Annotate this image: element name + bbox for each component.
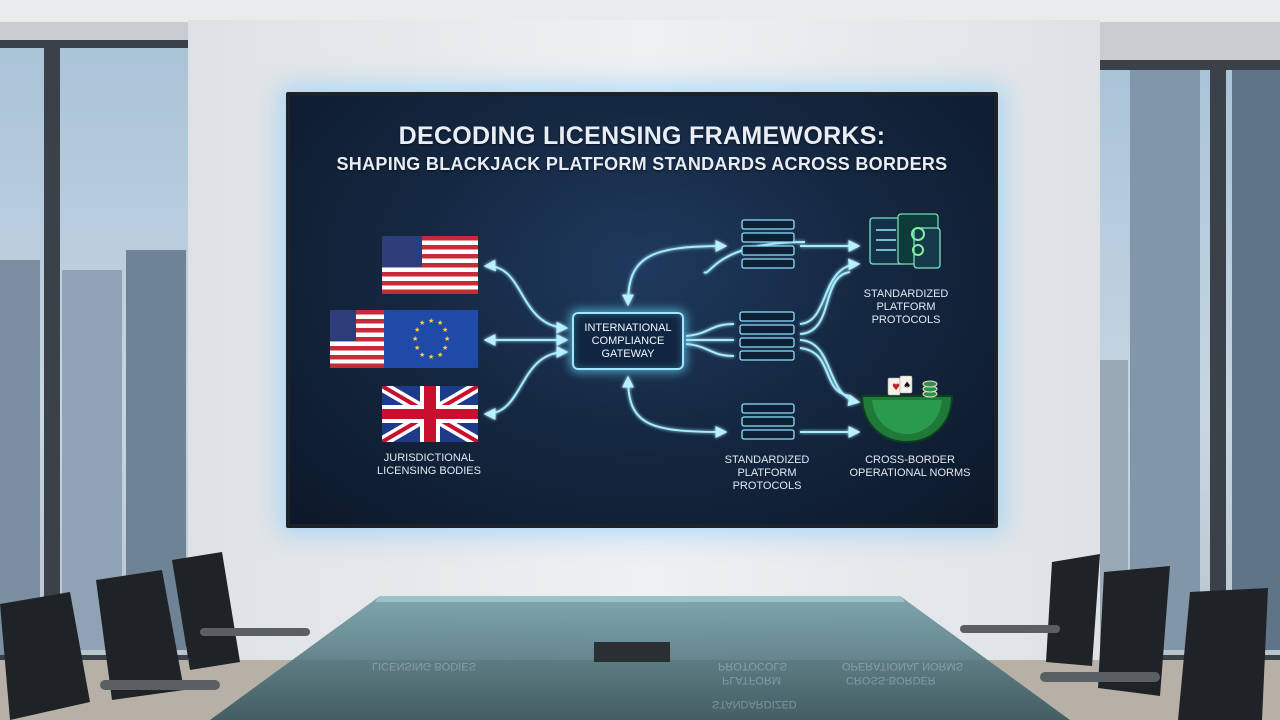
jurisdictional-label: JURISDICTIONAL LICENSING BODIES (364, 452, 494, 478)
arrow-gateway-top (628, 246, 725, 304)
svg-text:★: ★ (437, 351, 443, 359)
us-flag-small-icon (330, 310, 386, 368)
reflection-center-a: PROTOCOLS (718, 660, 787, 672)
svg-text:★: ★ (414, 326, 420, 334)
reflection-center-c: STANDARDIZED (712, 698, 797, 710)
right-protocols-line2: PLATFORM (846, 301, 966, 314)
bottom-protocols-label: STANDARDIZED PLATFORM PROTOCOLS (712, 454, 822, 493)
gateway-line1: INTERNATIONAL (584, 322, 671, 335)
cross-border-line2: OPERATIONAL NORMS (836, 467, 984, 480)
bottom-protocols-line2: PLATFORM (712, 467, 822, 480)
eu-flag-icon: ★★★★ ★★★★ ★★★★ (384, 310, 478, 368)
svg-text:★: ★ (412, 335, 418, 343)
jurisdictional-label-line1: JURISDICTIONAL (364, 452, 494, 465)
blackjack-table-icon: ♥ ♠ (862, 376, 952, 442)
arrow-uk-gateway (486, 352, 566, 414)
us-flag-icon (382, 236, 478, 294)
svg-text:★: ★ (428, 317, 434, 325)
bottom-protocols-line3: PROTOCOLS (712, 480, 822, 493)
svg-text:★: ★ (444, 335, 450, 343)
table-device (594, 642, 670, 662)
reflection-right-b: CROSS-BORDER (846, 674, 936, 686)
compliance-gateway-node: INTERNATIONAL COMPLIANCE GATEWAY (572, 312, 684, 370)
cross-border-line1: CROSS-BORDER (836, 454, 984, 467)
svg-text:♠: ♠ (903, 381, 911, 391)
reflection-left: LICENSING BODIES (372, 660, 476, 672)
gateway-line3: GATEWAY (584, 348, 671, 361)
reflection-right-a: OPERATIONAL NORMS (842, 660, 963, 672)
server-stack-middle (740, 312, 794, 360)
bottom-protocols-line1: STANDARDIZED (712, 454, 822, 467)
server-stack-bottom (742, 404, 794, 439)
svg-text:★: ★ (442, 326, 448, 334)
right-protocols-line1: STANDARDIZED (846, 288, 966, 301)
svg-text:★: ★ (419, 351, 425, 359)
right-protocols-label: STANDARDIZED PLATFORM PROTOCOLS (846, 288, 966, 327)
svg-text:★: ★ (419, 319, 425, 327)
cross-border-label: CROSS-BORDER OPERATIONAL NORMS (836, 454, 984, 480)
uk-flag-icon (382, 386, 478, 442)
svg-text:★: ★ (428, 353, 434, 361)
right-protocols-line3: PROTOCOLS (846, 314, 966, 327)
arrow-gateway-bottom (628, 378, 725, 432)
svg-text:♥: ♥ (892, 383, 900, 393)
gateway-line2: COMPLIANCE (584, 335, 671, 348)
arrow-us-gateway (486, 266, 566, 328)
protocol-devices-icon (870, 214, 940, 268)
jurisdictional-label-line2: LICENSING BODIES (364, 465, 494, 478)
display-screen: DECODING LICENSING FRAMEWORKS: SHAPING B… (286, 92, 998, 528)
reflection-center-b: PLATFORM (722, 674, 781, 686)
svg-text:★: ★ (414, 344, 420, 352)
